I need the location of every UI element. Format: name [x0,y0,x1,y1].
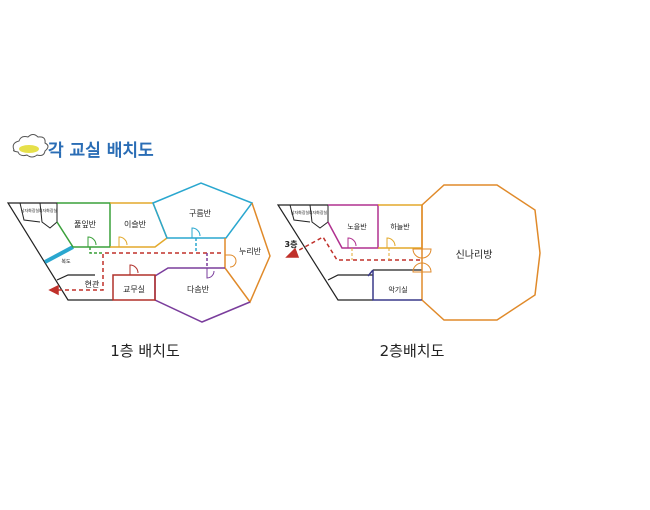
room-label: 현관 [85,279,100,289]
floor2-plan [276,184,541,321]
arrow-icon [285,247,300,258]
akgi-room [367,269,422,301]
room-label: 남자화장실 [21,207,40,213]
room-label: 이슬반 [124,219,147,229]
stairs-label: 3층 [285,239,299,249]
double-door [412,248,432,273]
door [191,227,201,238]
outer-wall [6,202,113,301]
page-title: 각 교실 배치도 [48,141,154,161]
floor2-caption: 2층배치도 [380,342,445,360]
arrow-left-icon [48,284,59,296]
floor1-labels: 남자화장실 여자화장실 풀잎반 이슬반 구름반 누리반 다솜반 교무실 현관 복… [21,207,262,294]
door [129,264,139,275]
door [225,254,237,268]
restroom-walls [19,202,58,229]
cloud-logo-icon [12,134,49,158]
gyomu-room [112,274,156,301]
dasom-room [154,267,251,323]
room-label: 여자화장실 [309,209,328,215]
room-label: 하늘반 [390,222,410,231]
room-label: 노을반 [347,222,367,231]
restroom-walls [289,204,329,229]
room-label: 남자화장실 [291,209,310,215]
evac-route [58,252,222,291]
door [206,268,215,279]
floor2-labels: 남자화장실 여자화장실 노을반 하늘반 신나리방 악기실 3층 [285,209,493,294]
gureum-room [152,182,254,239]
door [386,237,396,248]
floor1-plan [6,182,271,323]
floor1-caption: 1층 배치도 [110,342,180,360]
room-label: 복도 [61,259,71,265]
room-label: 풀잎반 [74,220,97,229]
room-label: 악기실 [388,285,407,294]
door [118,236,128,247]
outer-wall [276,204,422,301]
door [347,237,357,248]
sinnari-room [421,184,541,321]
corridor-window [44,245,74,264]
door [87,236,97,247]
room-label: 여자화장실 [39,207,58,213]
room-label: 다솜반 [187,285,210,294]
room-label: 교무실 [123,284,145,294]
room-label: 누리반 [239,247,262,256]
room-label: 구름반 [189,209,212,218]
evac-route [291,235,420,261]
room-label: 신나리방 [456,249,493,261]
